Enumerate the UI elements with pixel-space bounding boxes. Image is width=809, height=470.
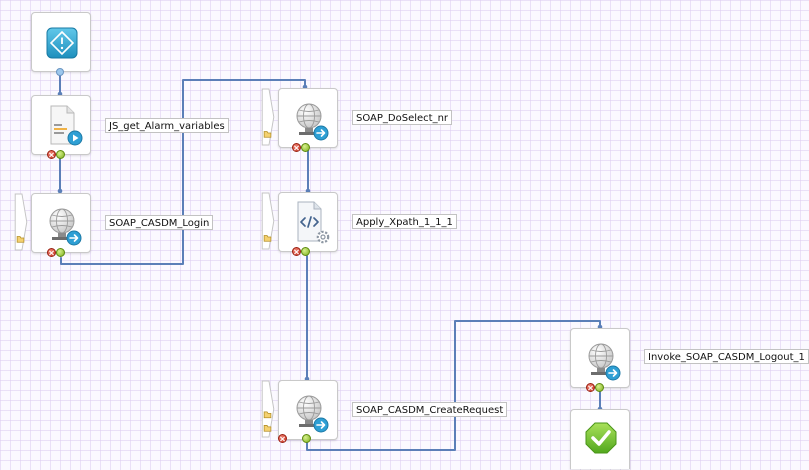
script-document-icon bbox=[50, 105, 83, 146]
soap-createrequest-ports bbox=[278, 434, 311, 444]
error-port-icon[interactable] bbox=[278, 434, 287, 443]
xml-code-document-icon bbox=[297, 201, 330, 244]
error-port-icon[interactable] bbox=[586, 383, 595, 392]
web-service-globe-icon bbox=[296, 103, 329, 141]
collapse-bracket-icon[interactable] bbox=[14, 193, 28, 251]
invoke-logout-ports bbox=[586, 383, 608, 393]
collapse-bracket-icon[interactable] bbox=[261, 88, 275, 146]
soap-createrequest-node[interactable] bbox=[278, 380, 338, 440]
success-port-icon[interactable] bbox=[301, 143, 310, 152]
error-port-icon[interactable] bbox=[292, 143, 301, 152]
soap-doselect-ports bbox=[292, 143, 314, 153]
connector-createrequest-to-logout bbox=[306, 320, 601, 451]
web-service-globe-icon bbox=[588, 343, 621, 381]
start-output-port[interactable] bbox=[56, 68, 64, 76]
invoke-logout-node[interactable] bbox=[570, 328, 630, 388]
success-port-icon[interactable] bbox=[301, 247, 310, 256]
invoke-logout-label: Invoke_SOAP_CASDM_Logout_1 bbox=[644, 349, 809, 364]
apply-xpath-node[interactable] bbox=[278, 192, 338, 252]
soap-casdm-login-ports bbox=[47, 248, 69, 258]
success-check-icon bbox=[585, 422, 617, 454]
success-port-icon[interactable] bbox=[56, 248, 65, 257]
collapse-bracket-icon[interactable] bbox=[261, 380, 275, 438]
start-diamond-icon bbox=[46, 27, 78, 59]
soap-casdm-login-label: SOAP_CASDM_Login bbox=[105, 215, 214, 230]
web-service-globe-icon bbox=[296, 395, 329, 433]
apply-xpath-label: Apply_Xpath_1_1_1 bbox=[352, 214, 457, 229]
js-get-alarm-label: JS_get_Alarm_variables bbox=[105, 118, 229, 133]
soap-createrequest-label: SOAP_CASDM_CreateRequest bbox=[352, 402, 508, 417]
start-node[interactable] bbox=[31, 12, 91, 72]
success-port-icon[interactable] bbox=[595, 383, 604, 392]
soap-casdm-login-node[interactable] bbox=[31, 193, 91, 253]
collapse-bracket-icon[interactable] bbox=[261, 192, 275, 250]
error-port-icon[interactable] bbox=[47, 248, 56, 257]
js-get-alarm-ports bbox=[47, 150, 69, 160]
js-get-alarm-node[interactable] bbox=[31, 95, 91, 155]
end-node[interactable] bbox=[570, 409, 630, 469]
success-port-icon[interactable] bbox=[56, 150, 65, 159]
web-service-globe-icon bbox=[49, 208, 82, 246]
error-port-icon[interactable] bbox=[47, 150, 56, 159]
success-port-icon[interactable] bbox=[302, 434, 311, 443]
apply-xpath-ports bbox=[292, 247, 314, 257]
soap-doselect-label: SOAP_DoSelect_nr bbox=[352, 110, 453, 125]
soap-doselect-node[interactable] bbox=[278, 88, 338, 148]
error-port-icon[interactable] bbox=[292, 247, 301, 256]
